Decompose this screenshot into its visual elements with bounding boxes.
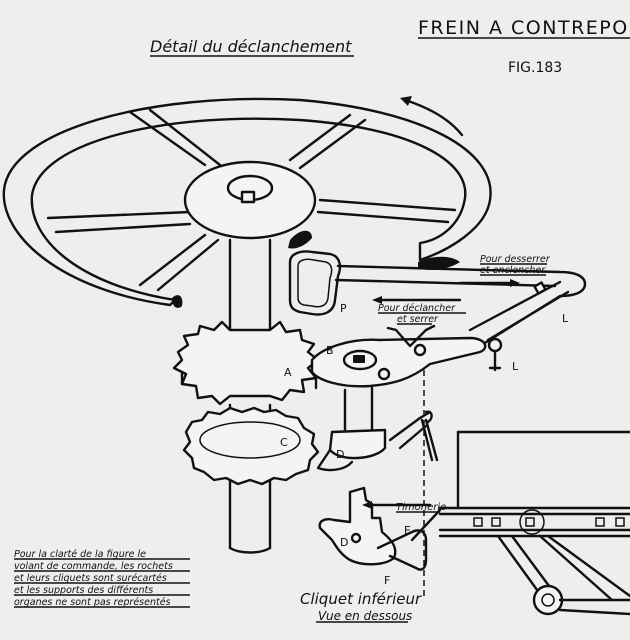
pawl-b — [310, 324, 487, 388]
ratchet-wheel-c — [182, 406, 320, 486]
note-line-3: et leurs cliquets sont surécartés — [14, 573, 167, 584]
inset-subtitle: Vue en dessous — [318, 609, 412, 623]
part-letters: A B C D D E F L L P — [280, 302, 569, 587]
part-label-l-lower: L — [512, 360, 519, 373]
part-label-c: C — [280, 436, 288, 449]
part-label-d-inset: D — [340, 536, 348, 549]
part-label-p: P — [340, 302, 347, 315]
linkage-label: Timonerie — [396, 502, 446, 513]
lower-pawl-inset — [318, 486, 442, 571]
explanatory-note: Pour la clarté de la figure le volant de… — [14, 549, 190, 608]
part-label-b: B — [326, 344, 334, 357]
note-line-4: et les supports des différents — [14, 585, 153, 596]
note-line-1: Pour la clarté de la figure le — [14, 549, 146, 560]
detail-title: Détail du déclanchement — [150, 37, 352, 56]
note-line-2: volant de commande, les rochets — [14, 561, 173, 572]
part-label-e: E — [404, 524, 411, 537]
ratchet-wheel-a — [172, 320, 320, 406]
spindle-d — [316, 386, 439, 472]
part-label-l-upper: L — [562, 312, 569, 325]
release-lever-linkage — [288, 250, 587, 372]
release-label-1: Pour desserrer — [480, 254, 551, 265]
part-label-a: A — [284, 366, 292, 379]
control-handwheel — [2, 96, 492, 308]
trip-label-1: Pour déclancher — [378, 303, 456, 314]
sheet-title: FREIN A CONTREPOIDS — [418, 17, 630, 39]
trip-label-2: et serrer — [397, 314, 439, 325]
release-label-2: et enclencher — [480, 265, 546, 276]
inset-title: Cliquet inférieur — [300, 590, 422, 608]
direction-arrows: Pour desserrer et enclencher Pour déclan… — [372, 254, 551, 513]
part-label-f: F — [384, 574, 390, 587]
note-line-5: organes ne sont pas représentés — [14, 597, 171, 608]
figure-number: FIG.183 — [508, 60, 562, 76]
brake-frame — [423, 370, 630, 616]
part-label-d: D — [336, 448, 344, 461]
